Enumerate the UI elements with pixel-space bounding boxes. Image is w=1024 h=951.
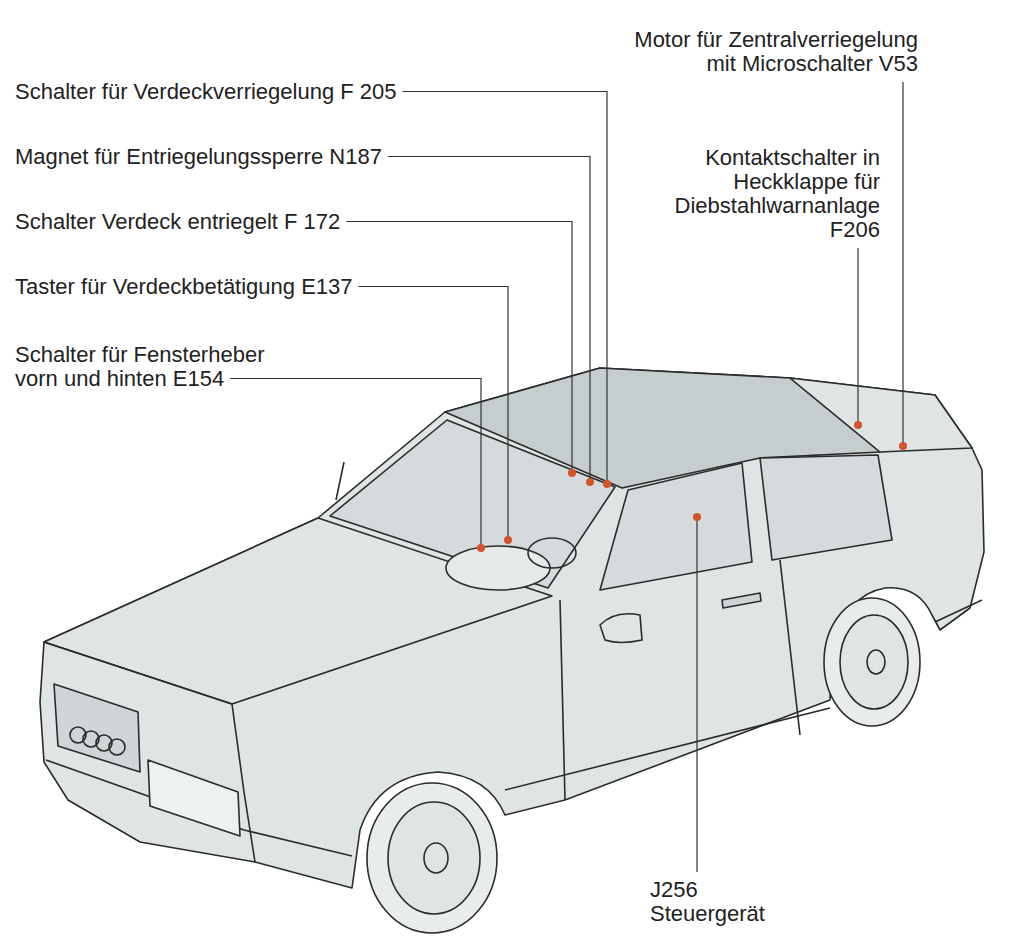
- part-label: J256 Steuergerät: [650, 877, 765, 926]
- leader-line: [230, 379, 481, 549]
- mirror: [600, 614, 642, 643]
- leader-line: [359, 287, 508, 541]
- part-label: Schalter für Fensterheber vorn und hinte…: [15, 342, 264, 391]
- front-hub: [424, 843, 448, 873]
- location-dot: [693, 513, 701, 521]
- part-label: Schalter für Verdeckverriegelung F 205: [15, 79, 397, 104]
- side-strip: [505, 708, 830, 790]
- part-label: Taster für Verdeckbetätigung E137: [15, 274, 353, 299]
- leader-line: [388, 157, 590, 483]
- location-dot: [504, 536, 512, 544]
- badge-ring: [109, 739, 125, 755]
- door-rear-edge: [780, 560, 800, 735]
- callout-label: Magnet für Entriegelungssperre N187: [15, 145, 382, 169]
- callout-label: Schalter für Verdeckverriegelung F 205: [15, 80, 397, 104]
- location-dot: [477, 544, 485, 552]
- antenna: [336, 462, 344, 500]
- rear-tyre: [824, 598, 920, 726]
- door-window: [600, 463, 752, 590]
- leader-line: [902, 82, 903, 446]
- part-label: Kontaktschalter in Heckklappe für Diebst…: [675, 145, 880, 242]
- car-group: [40, 368, 984, 933]
- leader-line: [403, 92, 607, 485]
- location-dot: [603, 480, 611, 488]
- part-label: Schalter Verdeck entriegelt F 172: [15, 209, 340, 234]
- location-dot: [854, 421, 862, 429]
- rear-strip: [935, 600, 982, 622]
- rear-rim: [840, 615, 908, 709]
- grille: [54, 684, 140, 772]
- car-body: [40, 368, 984, 888]
- leader-line: [857, 248, 858, 425]
- callout-label: J256 Steuergerät: [650, 878, 780, 926]
- leader-line: [696, 517, 697, 872]
- front-bumper-line: [46, 760, 352, 856]
- callout-label: Schalter Verdeck entriegelt F 172: [15, 210, 340, 234]
- steering-wheel: [528, 538, 576, 568]
- location-dot: [586, 478, 594, 486]
- leader-line: [346, 222, 572, 474]
- part-label: Magnet für Entriegelungssperre N187: [15, 144, 382, 169]
- callout-label: Schalter für Fensterheber vorn und hinte…: [15, 343, 280, 391]
- callout-label: Kontaktschalter in Heckklappe für Diebst…: [650, 146, 880, 242]
- front-edge: [44, 642, 255, 862]
- front-rim: [388, 802, 480, 914]
- front-tyre: [367, 783, 497, 933]
- dashboard: [446, 546, 550, 590]
- trunk-lid: [790, 378, 972, 452]
- location-dot: [568, 469, 576, 477]
- callout-label: Taster für Verdeckbetätigung E137: [15, 275, 353, 299]
- rear-window: [760, 455, 892, 560]
- rear-hub: [867, 650, 885, 674]
- callout-label: Motor für Zentralverriegelung mit Micros…: [606, 28, 918, 76]
- part-label: Motor für Zentralverriegelung mit Micros…: [634, 27, 918, 76]
- headlight: [148, 760, 240, 836]
- location-dot: [899, 442, 907, 450]
- door-front-edge: [560, 600, 565, 800]
- door-handle: [722, 593, 761, 608]
